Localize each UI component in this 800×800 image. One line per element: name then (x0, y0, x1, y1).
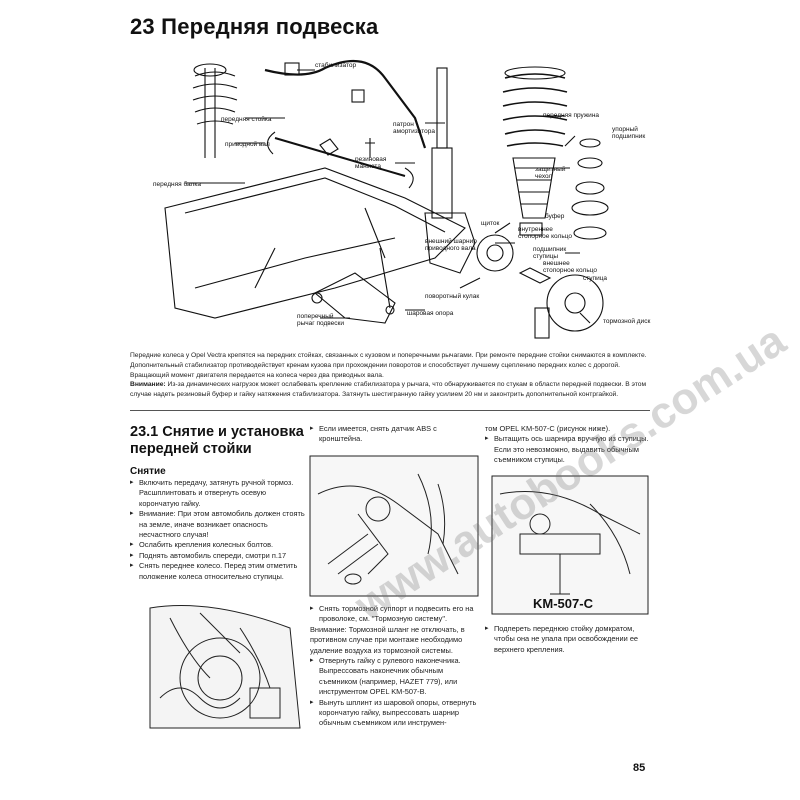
label-outer-ring: внешнее стопорное кольцо (543, 260, 597, 274)
subsection-title: 23.1 Снятие и установка передней стойки (130, 424, 304, 457)
column-1: Включить передачу, затянуть ручной тормо… (130, 478, 305, 582)
step-item: Снять тормозной суппорт и подвесить его … (310, 604, 482, 625)
suspension-drawing (164, 59, 609, 339)
label-buffer: буфер (545, 213, 565, 220)
step-item: Вытащить ось шарнира вручную из ступицы.… (485, 434, 655, 465)
caption-text: Передние колеса у Opel Vectra крепятся н… (130, 352, 647, 379)
label-rubber-boot: резиновая манжета (355, 156, 387, 170)
ball-joint-puller-photo (490, 474, 650, 616)
label-drive-shaft: приводной вал (225, 141, 270, 148)
label-front-strut: передняя стойка (221, 116, 272, 123)
diagram-caption: Передние колеса у Opel Vectra крепятся н… (130, 351, 650, 400)
step-item: Вынуть шплинт из шаровой опоры, отвернут… (310, 698, 482, 729)
label-steering-knuckle: поворотный кулак (425, 293, 480, 300)
page-title: 23 Передняя подвеска (130, 14, 379, 39)
label-protective-cover: защитный чехол (535, 166, 566, 180)
step-item: Включить передачу, затянуть ручной тормо… (130, 478, 305, 509)
label-control-arm: поперечный рычаг подвески (297, 313, 344, 327)
label-inner-ring: внутреннее стопорное кольцо (518, 226, 572, 240)
step-item: Если имеется, снять датчик ABS с кронште… (310, 424, 480, 445)
label-thrust-bearing: упорный подшипник (612, 126, 646, 140)
warning-item: Внимание: Тормозной шланг не отключать, … (310, 624, 465, 655)
label-hub: ступица (583, 275, 608, 282)
warning-item: Внимание: При этом автомобиль должен сто… (130, 509, 305, 540)
step-item: Отвернуть гайку с рулевого наконечника. … (310, 656, 482, 698)
section-divider (130, 410, 650, 411)
step-item: Подпереть переднюю стойку домкратом, что… (485, 624, 655, 655)
column-3-bottom: Подпереть переднюю стойку домкратом, что… (485, 624, 655, 655)
column-2: Снять тормозной суппорт и подвесить его … (310, 604, 482, 729)
abs-sensor-photo (308, 454, 480, 599)
label-ball-joint: шаровая опора (407, 310, 454, 317)
suspension-exploded-diagram: стабилизатор передняя стойка приводной в… (125, 48, 655, 348)
step-item: том OPEL KM-507-C (рисунок ниже). (485, 424, 611, 433)
label-stabilizer: стабилизатор (315, 62, 357, 69)
label-shield: щиток (481, 220, 500, 227)
wheel-hub-photo (140, 598, 305, 738)
page-number: 85 (633, 762, 646, 774)
label-front-beam: передняя балка (153, 181, 202, 188)
label-outer-joint: внешний шарнир приводного вала (425, 238, 477, 252)
step-item: Снять переднее колесо. Перед этим отмети… (130, 561, 305, 582)
label-shock-cartridge: патрон амортизатора (393, 121, 435, 135)
label-brake-disc: тормозной диск (603, 318, 651, 325)
label-front-spring: передняя пружина (543, 112, 600, 119)
column-2-top: Если имеется, снять датчик ABS с кронште… (310, 424, 480, 445)
tool-label: KM-507-C (533, 596, 593, 611)
label-hub-bearing: подшипник ступицы (533, 246, 567, 260)
column-3-top: том OPEL KM-507-C (рисунок ниже). Вытащи… (485, 424, 655, 466)
step-item: Ослабить крепления колесных болтов. (130, 540, 305, 551)
caption-warning-label: Внимание: (130, 381, 166, 389)
step-item: Поднять автомобиль спереди, смотри п.17 (130, 551, 305, 562)
caption-warning-text: Из-за динамических нагрузок может ослабе… (130, 381, 647, 399)
removal-heading: Снятие (130, 466, 166, 477)
